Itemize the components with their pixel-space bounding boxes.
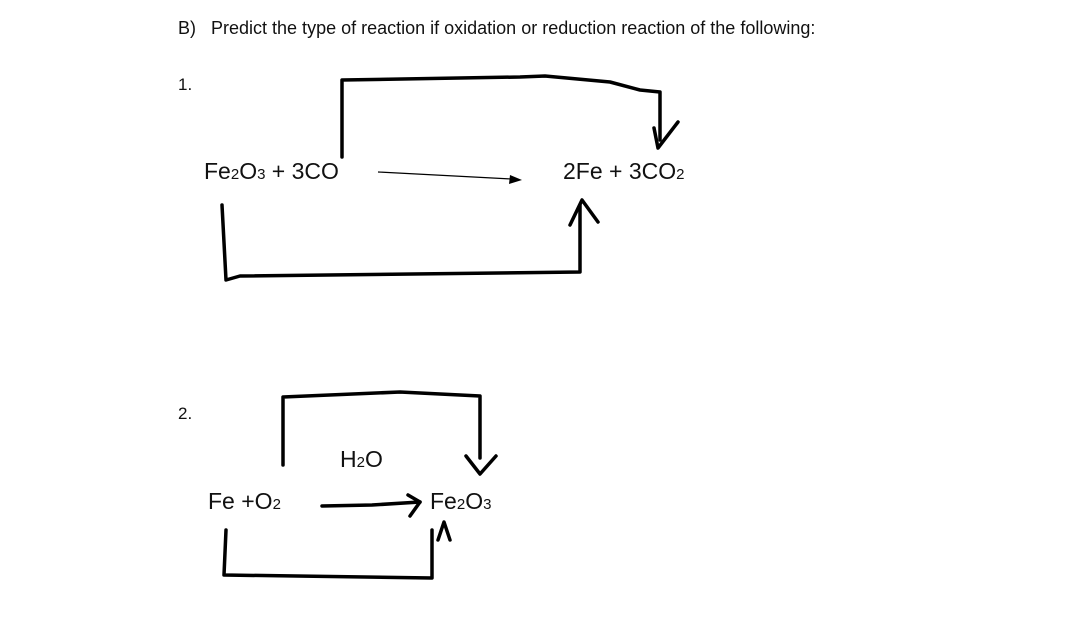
electron-transfer-arrow-bottom-2 xyxy=(222,528,434,580)
reactants-2: Fe +O2 xyxy=(208,488,281,515)
electron-transfer-arrow-bottom-1 xyxy=(220,203,582,282)
electron-transfer-arrow-top-1 xyxy=(340,74,662,159)
reaction-arrow-1 xyxy=(377,171,522,184)
arrowhead-up-icon xyxy=(568,198,600,227)
subscript: 3 xyxy=(483,496,492,513)
formula-text: O xyxy=(239,158,258,184)
subscript: 3 xyxy=(257,166,266,183)
formula-text: H xyxy=(340,446,357,472)
reaction-arrow-2 xyxy=(320,500,422,508)
arrowhead-down-icon xyxy=(464,454,498,476)
item-number-2: 2. xyxy=(178,404,193,423)
question-heading: B) Predict the type of reaction if oxida… xyxy=(178,18,815,39)
condition-2: H2O xyxy=(340,446,383,473)
subscript: 2 xyxy=(272,496,281,513)
formula-text: + 3CO xyxy=(265,158,339,184)
item-number-1: 1. xyxy=(178,75,193,94)
formula-text: 2Fe + 3CO xyxy=(563,158,677,184)
products-1: 2Fe + 3CO2 xyxy=(563,158,684,185)
electron-transfer-arrow-top-2 xyxy=(281,390,482,467)
subscript: 2 xyxy=(230,166,240,183)
formula-text: Fe xyxy=(204,158,231,184)
arrowhead-up-icon xyxy=(436,520,452,542)
reactants-1: Fe2O3 + 3CO xyxy=(204,158,339,185)
subscript: 2 xyxy=(676,166,685,183)
formula-text: O xyxy=(465,488,484,514)
question-text: Predict the type of reaction if oxidatio… xyxy=(211,18,816,38)
question-label: B) xyxy=(178,18,196,38)
formula-text: Fe xyxy=(430,488,457,514)
formula-text: O xyxy=(364,446,383,472)
subscript: 2 xyxy=(456,496,466,513)
formula-text: Fe +O xyxy=(208,488,273,514)
arrowhead-right-icon xyxy=(406,493,422,518)
products-2: Fe2O3 xyxy=(430,488,491,515)
subscript: 2 xyxy=(356,454,365,471)
arrowhead-down-icon xyxy=(652,120,680,150)
